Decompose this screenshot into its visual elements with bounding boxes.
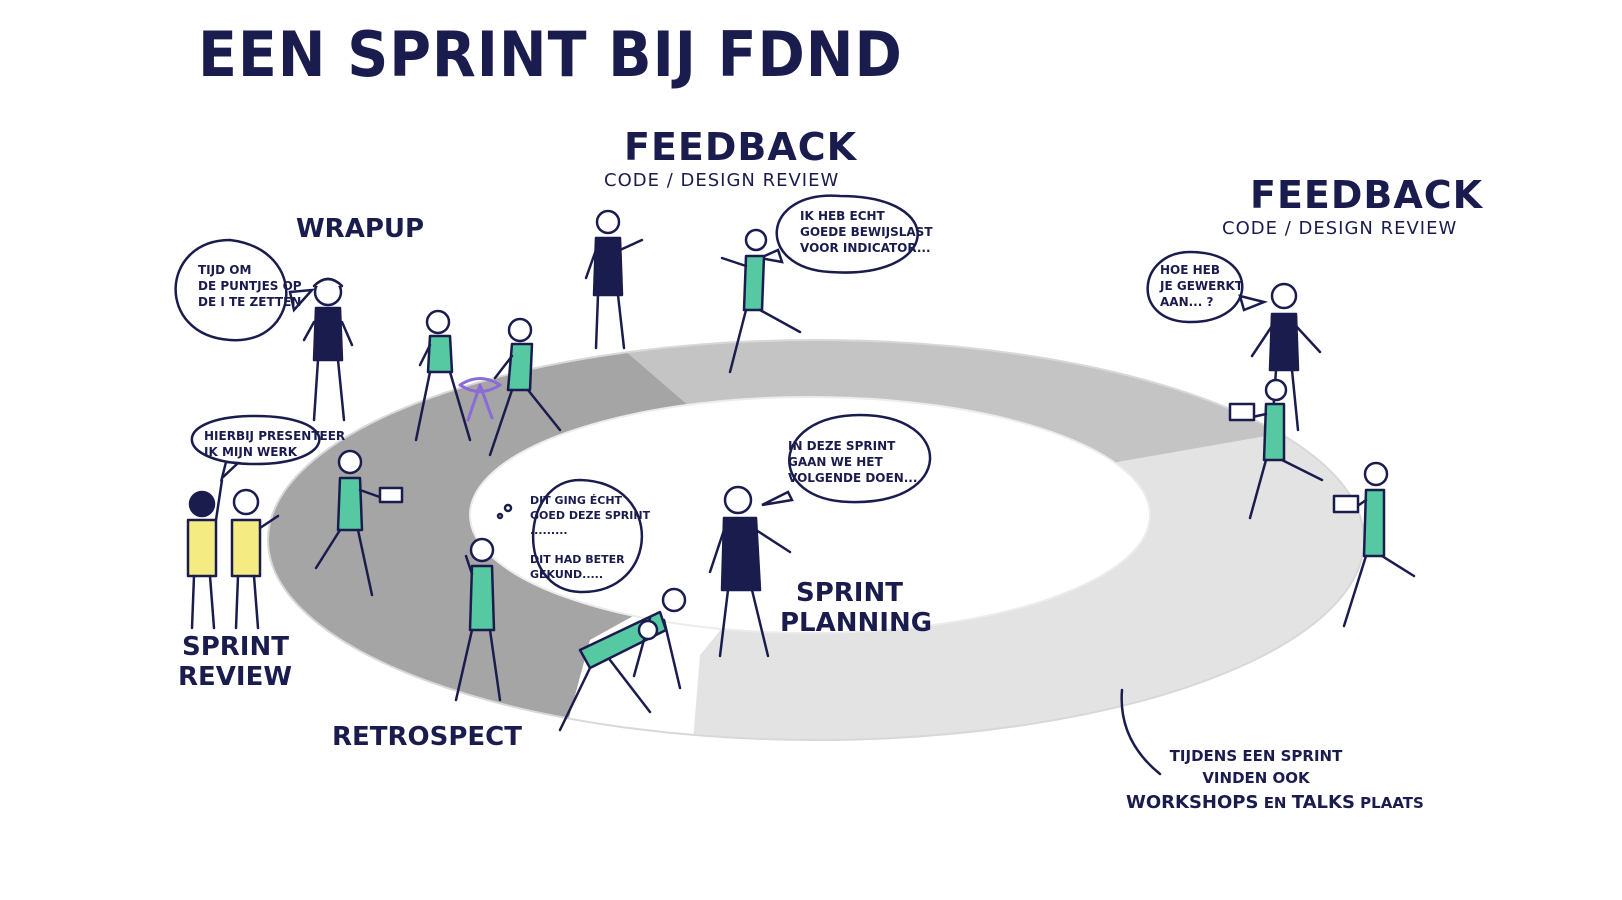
person-reviewer-yellow-2 xyxy=(230,488,280,630)
phase-label-feedback-2-title: Feedback xyxy=(1250,173,1484,217)
people xyxy=(186,209,1416,776)
note-line3: Workshops en Talks plaats xyxy=(1126,790,1424,816)
person-laptop-walker-2 xyxy=(1332,461,1416,628)
bubble-text-feedback-2: Hoe heb je gewerkt aan... ? xyxy=(1160,263,1244,310)
phase-label-sprint-planning-line1: Sprint xyxy=(796,578,903,608)
person-feedback-questioner xyxy=(1250,282,1322,432)
person-planning-leader xyxy=(708,485,792,658)
person-gift-giver-1 xyxy=(414,309,472,442)
note-line1: Tijdens een sprint xyxy=(1169,747,1343,765)
gift-ribbon xyxy=(458,377,502,422)
annotation-note: Tijdens een sprint vinden ook Workshops … xyxy=(1126,746,1424,816)
speech-bubbles xyxy=(174,194,1269,594)
bubble-feedback-1 xyxy=(755,194,919,274)
phase-label-sprint-review-line1: Sprint xyxy=(182,632,289,662)
bubble-text-feedback-1: Ik heb echt goede bewijslast voor indica… xyxy=(800,209,933,256)
person-gift-giver-2 xyxy=(488,317,562,457)
note-pointer-line xyxy=(1120,688,1162,776)
phase-label-feedback-1-title: Feedback xyxy=(624,125,858,169)
ring-segment-gap xyxy=(520,515,815,740)
phase-label-retrospect: Retrospect xyxy=(332,722,522,752)
note-line2: vinden ook xyxy=(1202,768,1310,787)
bubble-retro xyxy=(531,478,644,594)
bubble-text-retro: Dit ging écht goed deze sprint .........… xyxy=(530,494,651,582)
phase-label-feedback-1-subtitle: Code / Design review xyxy=(604,170,840,191)
note-workshops: Workshops xyxy=(1126,791,1259,813)
bubble-planning xyxy=(761,413,932,507)
person-review-presenter xyxy=(314,449,404,597)
bubble-text-review: Hierbij presenteer ik mijn werk xyxy=(204,429,346,460)
phase-label-sprint-review-line2: Review xyxy=(178,662,293,692)
bubble-review xyxy=(190,414,321,482)
ring-segment-feedback xyxy=(520,340,1300,515)
person-feedback-student xyxy=(720,228,802,374)
note-talks: Talks xyxy=(1291,791,1355,813)
bubble-feedback-2 xyxy=(1146,250,1269,324)
person-retro-thinker xyxy=(454,537,502,702)
person-feedback-reviewer xyxy=(584,209,644,350)
phase-label-wrapup: Wrapup xyxy=(296,214,425,244)
person-laptop-walker-1 xyxy=(1228,378,1324,520)
bubble-text-wrapup: Tijd om de puntjes op de i te zetten xyxy=(198,263,302,310)
person-retro-stretch xyxy=(558,587,687,732)
phase-label-feedback-2-subtitle: Code / Design review xyxy=(1222,218,1458,239)
page-title: Een sprint bij FDND xyxy=(198,18,903,91)
note-en: en xyxy=(1263,793,1287,812)
phase-label-sprint-planning-line2: Planning xyxy=(780,608,933,638)
note-plaats: plaats xyxy=(1360,793,1424,812)
person-wrapup-host xyxy=(302,277,354,422)
person-reviewer-yellow-1 xyxy=(186,478,224,630)
bubble-wrapup xyxy=(174,238,316,342)
bubble-text-planning: In deze sprint gaan we het volgende doen… xyxy=(788,439,918,486)
